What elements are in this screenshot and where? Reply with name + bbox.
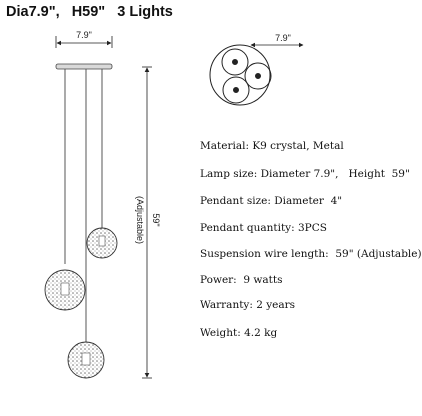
spec-suspension-wire-length: Suspension wire length: 59" (Adjustable) bbox=[200, 248, 422, 260]
suspension-wires bbox=[64, 69, 103, 343]
crystal-pendant-bottom bbox=[67, 341, 105, 379]
top-view-width-label: 7.9" bbox=[275, 33, 291, 43]
top-view-drawing bbox=[209, 44, 272, 106]
spec-material: Material: K9 crystal, Metal bbox=[200, 140, 344, 152]
spec-warranty: Warranty: 2 years bbox=[200, 299, 296, 311]
spec-pendant-quantity: Pendant quantity: 3PCS bbox=[200, 222, 327, 234]
crystal-pendant-right bbox=[86, 227, 118, 259]
adjustable-label: (Adjustable) bbox=[135, 196, 145, 244]
height-label: 59" bbox=[151, 213, 161, 226]
ceiling-canopy bbox=[55, 63, 113, 70]
height-dimension: 59" (Adjustable) bbox=[135, 66, 161, 379]
spec-power: Power: 9 watts bbox=[200, 274, 283, 286]
crystal-pendant-left bbox=[44, 269, 86, 311]
spec-lamp-size: Lamp size: Diameter 7.9", Height 59" bbox=[200, 168, 410, 180]
spec-pendant-size: Pendant size: Diameter 4" bbox=[200, 195, 343, 207]
canopy-width-dimension: 7.9" bbox=[55, 30, 113, 48]
canopy-width-label: 7.9" bbox=[76, 30, 92, 40]
product-title: Dia7.9", H59" 3 Lights bbox=[6, 4, 173, 20]
top-view-dimension: 7.9" bbox=[250, 33, 304, 48]
spec-weight: Weight: 4.2 kg bbox=[200, 327, 278, 339]
